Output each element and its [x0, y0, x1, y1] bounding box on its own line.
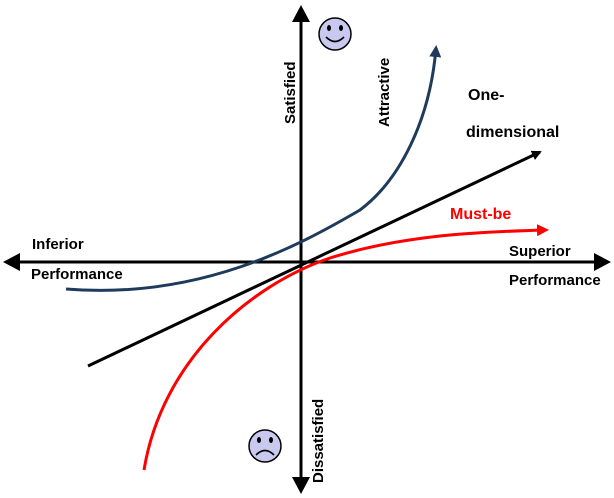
- x-axis-left-arrowhead: [3, 253, 20, 271]
- sad-face-icon: [248, 429, 282, 463]
- must-be-label: Must-be: [450, 206, 511, 223]
- one-dimensional-label-line1: One-: [468, 87, 504, 104]
- attractive-curve: [65, 45, 442, 292]
- dissatisfied-label: Dissatisfied: [310, 399, 327, 483]
- attractive-label: Attractive: [376, 58, 393, 127]
- smiley-face-icon: [318, 17, 352, 51]
- must-be-curve: [142, 224, 549, 471]
- superior-label: Superior: [509, 243, 571, 260]
- satisfied-label: Satisfied: [282, 61, 299, 124]
- y-axis-bottom-arrowhead: [292, 477, 310, 494]
- one-dimensional-label-line2: dimensional: [466, 124, 559, 141]
- superior-performance-label: Performance: [509, 272, 601, 289]
- y-axis-top-arrowhead: [292, 5, 310, 22]
- x-axis-right-arrowhead: [594, 253, 611, 271]
- inferior-label: Inferior: [32, 236, 84, 253]
- one-dimensional-line: [87, 150, 542, 368]
- inferior-performance-label: Performance: [31, 266, 123, 283]
